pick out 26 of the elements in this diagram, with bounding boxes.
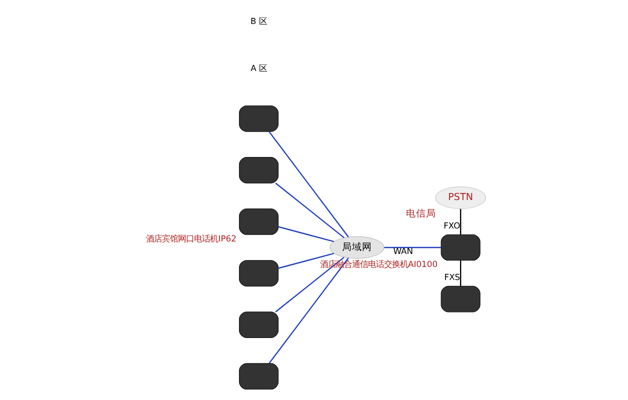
connector	[278, 226, 334, 242]
node-box	[238, 105, 278, 132]
node-box	[440, 286, 480, 312]
node-label: 电信局	[406, 208, 436, 220]
node-box	[238, 208, 278, 235]
label: A 区	[250, 63, 266, 74]
node-ellipse: PSTN	[434, 186, 486, 209]
node-box	[238, 260, 278, 286]
connector	[384, 246, 441, 248]
connector	[278, 252, 334, 269]
connector	[460, 260, 461, 286]
node-ellipse: 局域网	[329, 236, 384, 259]
connector	[274, 182, 344, 238]
edge-label: WAN	[392, 246, 413, 256]
label: B 区	[250, 16, 266, 26]
node-box	[440, 234, 480, 261]
connector	[268, 131, 348, 238]
connector	[268, 258, 348, 364]
connector	[460, 208, 461, 234]
edge-label: FXO	[443, 220, 460, 230]
node-box	[238, 312, 278, 338]
node-label: 酒店宾馆网口电话机IP62	[146, 233, 236, 244]
node-box	[238, 363, 278, 390]
edge-label: FXS	[444, 272, 460, 282]
node-box	[238, 157, 278, 184]
connector	[274, 256, 344, 312]
